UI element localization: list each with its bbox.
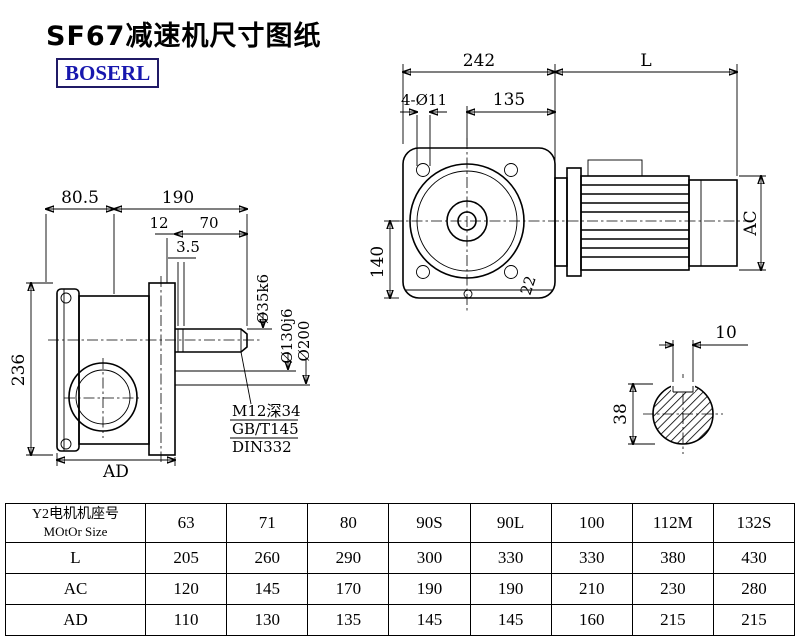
motor-size-cell: 90L — [469, 503, 552, 543]
table-cell: 145 — [226, 573, 309, 605]
dim-spigot-diameter: Ø130j6 — [278, 308, 296, 363]
table-cell: 110 — [144, 604, 228, 636]
table-cell: 215 — [631, 604, 714, 636]
table-cell: 205 — [144, 542, 228, 574]
front-view-labels: 242 L 4-Ø11 135 140 22 AC — [368, 51, 761, 297]
bolt-hole — [416, 163, 430, 177]
motor-size-cell: 71 — [226, 503, 309, 543]
table-cell: 330 — [469, 542, 552, 574]
dim-242: 242 — [463, 51, 495, 71]
table-cell: 380 — [631, 542, 714, 574]
table-cell: 190 — [388, 573, 471, 605]
front-view-dimensions — [384, 64, 766, 298]
dimension-table: Y2电机机座号 MOtOr Size 63 71 80 90S 90L 100 … — [5, 503, 796, 636]
output-flange — [148, 282, 176, 456]
motor-flange — [566, 167, 582, 277]
motor-size-header: Y2电机机座号 MOtOr Size — [5, 503, 146, 543]
motor-size-cell: 100 — [550, 503, 633, 543]
motor-cooling-fins — [581, 184, 689, 258]
shaft-section-circle — [652, 383, 714, 445]
note-din-standard: DIN332 — [232, 438, 292, 456]
side-view — [48, 276, 262, 462]
row-label-L: L — [5, 542, 146, 574]
side-view-labels: 80.5 190 12 70 3.5 236 AD Ø35k6 Ø130j6 Ø… — [9, 188, 313, 482]
dim-L: L — [640, 51, 651, 71]
table-header-row: Y2电机机座号 MOtOr Size 63 71 80 90S 90L 100 … — [5, 503, 796, 543]
table-cell: 300 — [388, 542, 471, 574]
table-row-AC: AC 120 145 170 190 190 210 230 280 — [5, 573, 796, 605]
motor-size-cell: 132S — [712, 503, 796, 543]
table-cell: 330 — [550, 542, 633, 574]
table-row-AD: AD 110 130 135 145 145 160 215 215 — [5, 604, 796, 636]
side-view-dimensions — [26, 209, 310, 466]
motor-size-cell: 112M — [631, 503, 714, 543]
note-gb-standard: GB/T145 — [232, 420, 299, 438]
dim-shaft-diameter: Ø35k6 — [254, 274, 272, 324]
page-title: SF67减速机尺寸图纸 — [46, 21, 322, 52]
dim-shaft-height: 38 — [611, 403, 631, 425]
table-cell: 130 — [226, 604, 309, 636]
dim-70: 70 — [199, 214, 218, 232]
output-shaft — [175, 328, 248, 353]
dim-flange-diameter: Ø200 — [295, 321, 313, 362]
table-cell: 210 — [550, 573, 633, 605]
output-hub-circle — [446, 200, 488, 242]
output-boss-circle — [68, 362, 138, 432]
row-label-AC: AC — [5, 573, 146, 605]
technical-drawing: 242 L 4-Ø11 135 140 22 AC — [9, 51, 766, 482]
motor-body — [580, 175, 690, 271]
motor-size-cell: 90S — [388, 503, 471, 543]
table-cell: 190 — [469, 573, 552, 605]
table-row-L: L 205 260 290 300 330 330 380 430 — [5, 542, 796, 574]
dim-AC: AC — [741, 210, 761, 236]
motor-size-header-cn: Y2电机机座号 — [31, 507, 120, 523]
dim-key-width: 10 — [715, 323, 737, 343]
dim-12: 12 — [149, 214, 168, 232]
bolt-circle — [60, 438, 72, 450]
table-cell: 280 — [712, 573, 796, 605]
table-cell: 145 — [388, 604, 471, 636]
bolt-hole — [504, 265, 518, 279]
table-cell: 160 — [550, 604, 633, 636]
dim-135: 135 — [493, 90, 525, 110]
output-bore-circle — [457, 211, 477, 231]
dim-AD: AD — [102, 462, 129, 482]
table-cell: 135 — [307, 604, 390, 636]
bolt-hole — [504, 163, 518, 177]
motor-size-cell: 63 — [144, 503, 228, 543]
boserl-logo: BOSERL — [56, 58, 160, 88]
motor-terminal-box — [587, 159, 643, 177]
dim-22: 22 — [517, 274, 540, 298]
table-cell: 230 — [631, 573, 714, 605]
gearbox-housing — [402, 147, 556, 299]
table-cell: 430 — [712, 542, 796, 574]
motor-size-header-en: MOtOr Size — [43, 523, 108, 539]
shaft-section — [643, 374, 723, 454]
dim-190: 190 — [162, 188, 194, 208]
motor-adapter — [554, 177, 568, 267]
table-cell: 120 — [144, 573, 228, 605]
dim-bolt-holes: 4-Ø11 — [401, 91, 447, 109]
drain-plug — [463, 289, 473, 299]
bolt-circle — [60, 292, 72, 304]
table-cell: 260 — [226, 542, 309, 574]
table-cell: 145 — [469, 604, 552, 636]
dim-140: 140 — [368, 246, 388, 278]
bolt-hole — [416, 265, 430, 279]
dim-80-5: 80.5 — [61, 188, 99, 208]
note-thread: M12深34 — [232, 402, 301, 420]
table-cell: 290 — [307, 542, 390, 574]
front-view — [392, 138, 748, 312]
motor-size-cell: 80 — [307, 503, 390, 543]
table-cell: 170 — [307, 573, 390, 605]
dim-236: 236 — [9, 354, 29, 386]
rear-cover — [56, 288, 80, 452]
dim-3-5: 3.5 — [176, 238, 200, 256]
table-cell: 215 — [712, 604, 796, 636]
fan-cover — [688, 179, 738, 267]
row-label-AD: AD — [5, 604, 146, 636]
shaft-section-dimensions — [628, 340, 748, 444]
flange-face-circle — [409, 163, 525, 279]
